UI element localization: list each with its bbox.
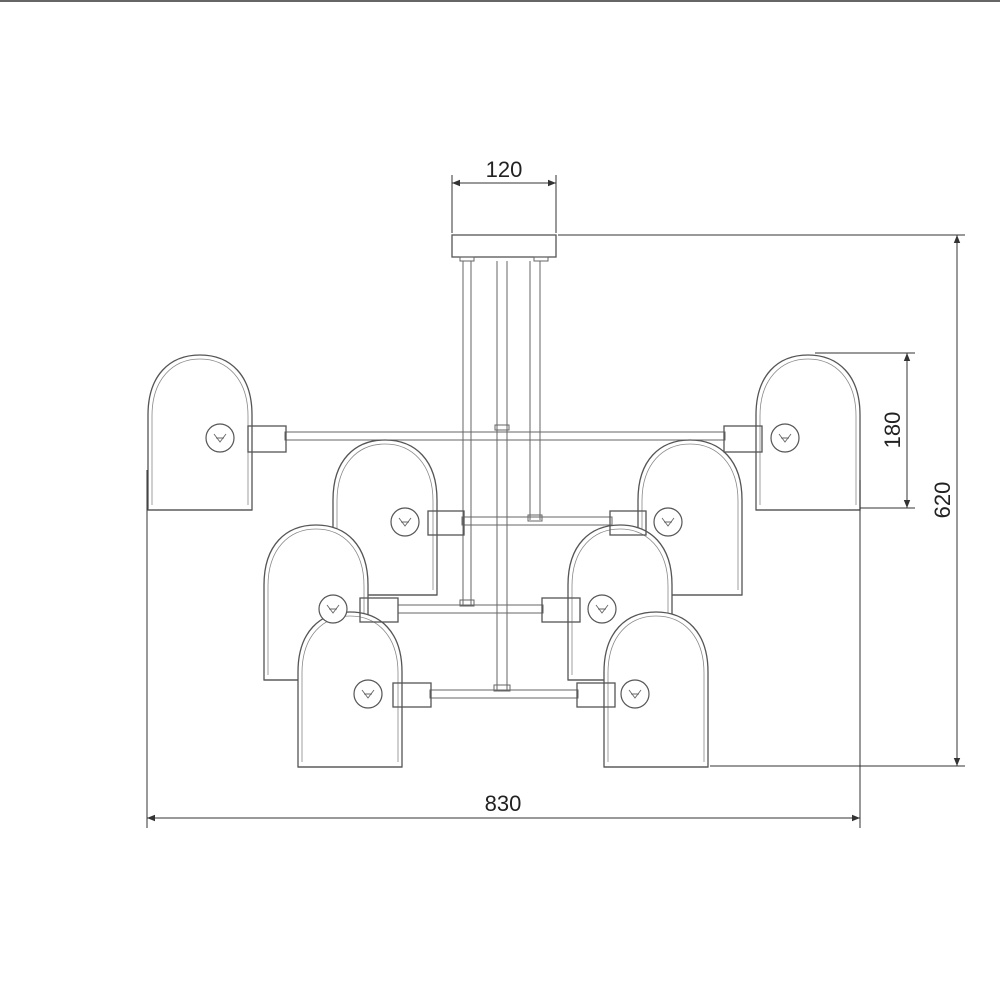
dimension-shade-height: 180: [815, 352, 915, 509]
canopy-width-label: 120: [486, 157, 523, 182]
dimension-total-width: 830: [146, 470, 861, 828]
dimension-canopy-width: 120: [451, 157, 557, 233]
lamp-shades: [147, 354, 861, 768]
sockets-and-bulbs: [205, 423, 800, 709]
total-width-label: 830: [485, 791, 522, 816]
canopy: [451, 234, 557, 262]
arms: [284, 431, 726, 699]
shade-height-label: 180: [880, 412, 905, 449]
total-height-label: 620: [930, 482, 955, 519]
suspension-rods: [459, 261, 543, 692]
dimension-total-height: 620: [558, 234, 965, 767]
